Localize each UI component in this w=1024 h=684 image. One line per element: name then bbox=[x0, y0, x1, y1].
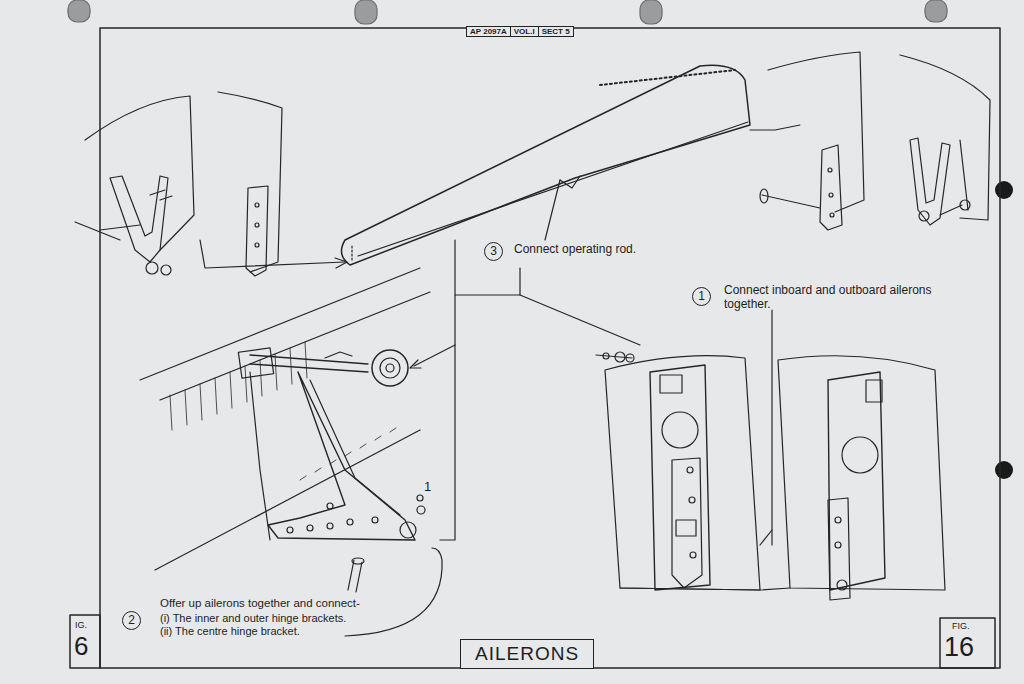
callout-number: 1 bbox=[424, 480, 431, 495]
page-title: AILERONS bbox=[460, 639, 594, 669]
reference-box: VOL.I bbox=[510, 26, 539, 37]
instruction-note: Connect operating rod. bbox=[514, 243, 636, 257]
instruction-note: Offer up ailerons together and connect- bbox=[160, 597, 360, 610]
reference-box: AP 2097A bbox=[466, 26, 511, 37]
instruction-note: (i) The inner and outer hinge brackets. bbox=[160, 612, 346, 625]
figure-number: 16 bbox=[944, 632, 974, 663]
callout-number: 3 bbox=[484, 242, 503, 261]
figure-label: FIG. bbox=[952, 621, 970, 631]
instruction-note: (ii) The centre hinge bracket. bbox=[160, 625, 300, 638]
callout-number: 2 bbox=[122, 611, 141, 630]
callout-number: 1 bbox=[692, 287, 711, 306]
figure-label: IG. bbox=[75, 620, 87, 630]
instruction-note: Connect inboard and outboard ailerons to… bbox=[724, 284, 939, 312]
figure-number: 6 bbox=[74, 632, 88, 662]
reference-box: SECT 5 bbox=[538, 26, 574, 37]
